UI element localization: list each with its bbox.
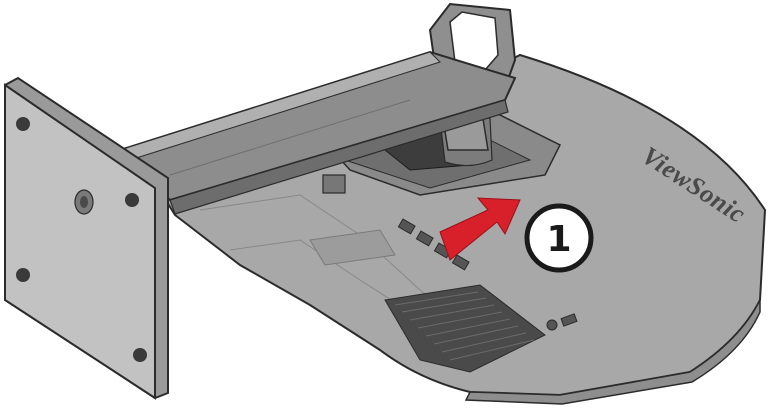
push-arrow-icon [439,197,521,261]
base-foot-top-left [16,117,30,131]
power-socket [322,174,346,194]
base-foot-top-right [125,193,139,207]
step-number: 1 [546,219,571,260]
vent-grille [384,284,546,373]
stand-neck [118,50,517,215]
base-foot-bottom-left [16,268,30,282]
io-ports [397,218,578,331]
stand-base [4,76,169,400]
step-badge: 1 [524,203,594,273]
base-foot-bottom-right [133,348,147,362]
base-screw-icon [74,189,94,215]
